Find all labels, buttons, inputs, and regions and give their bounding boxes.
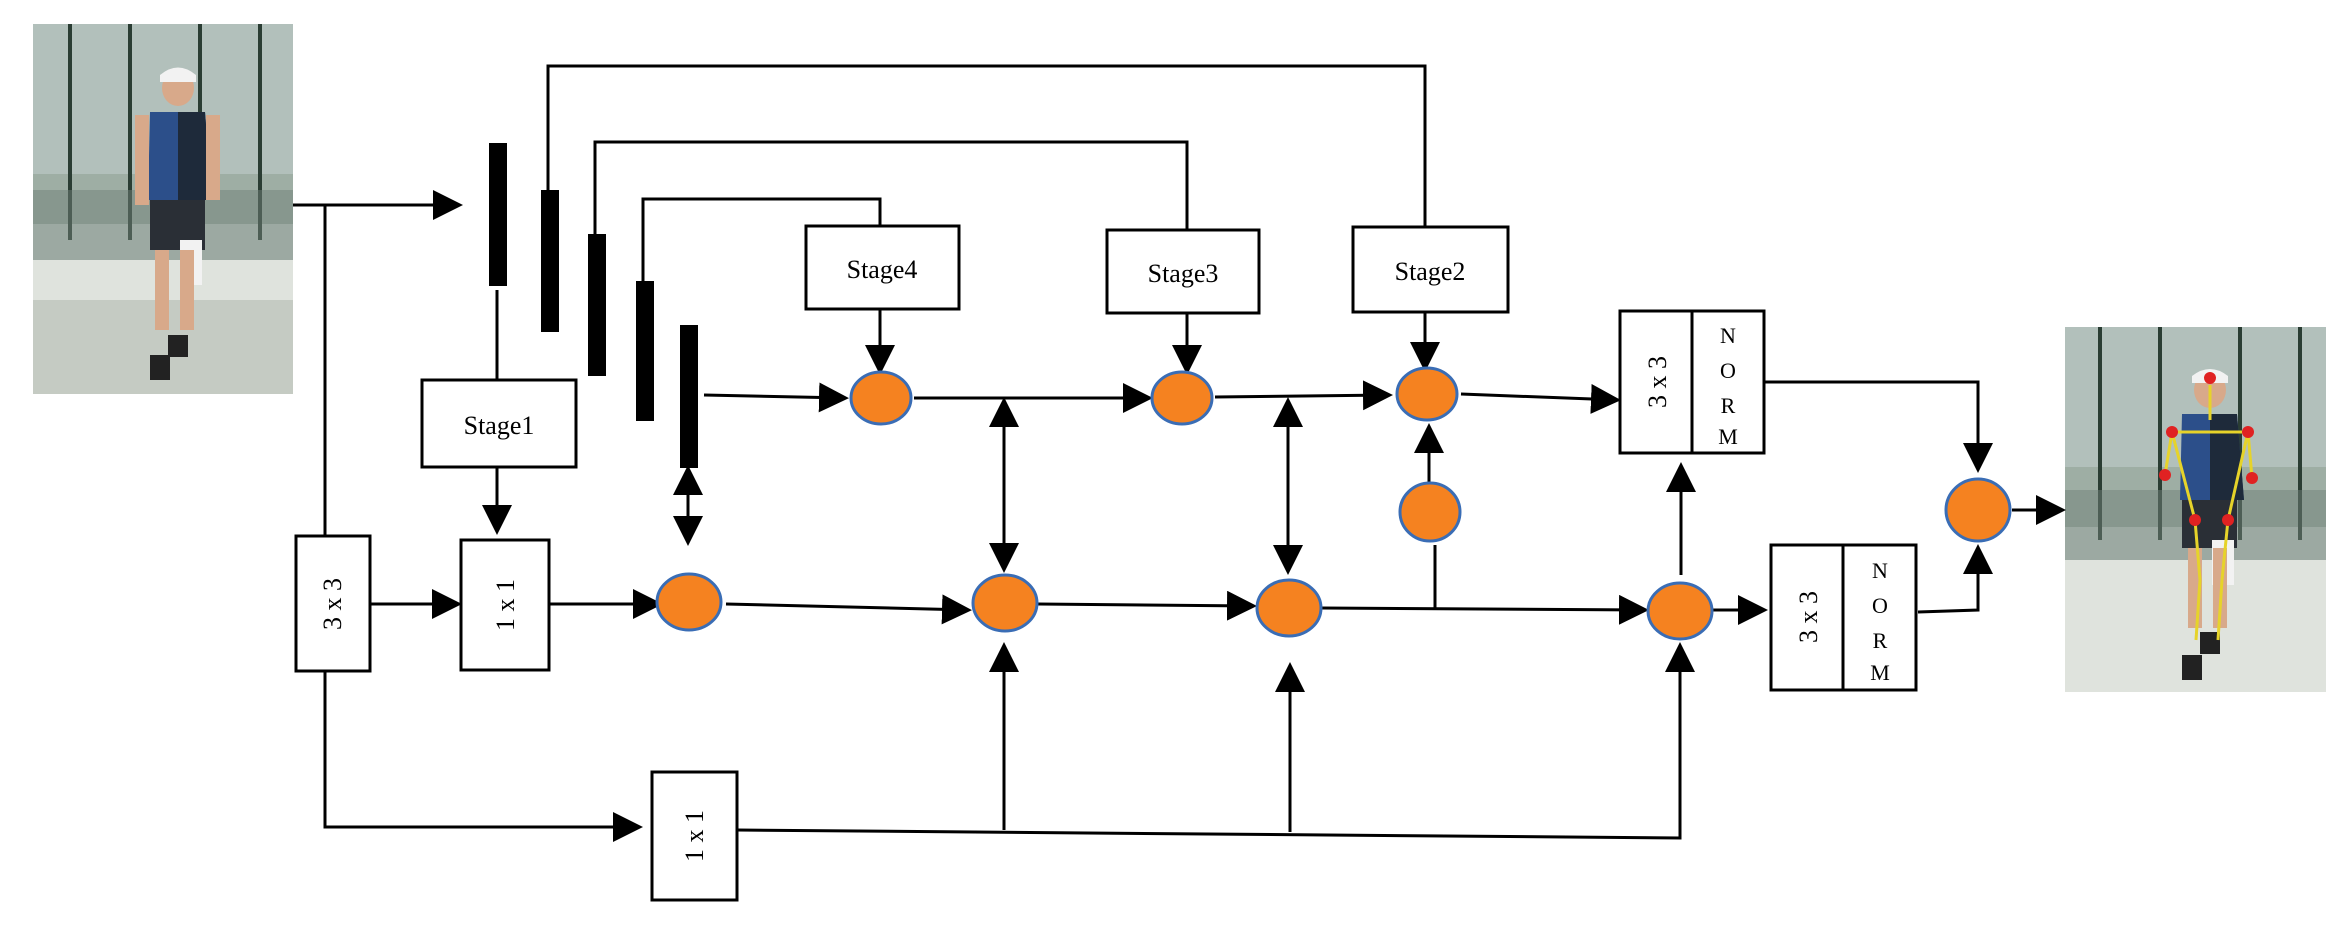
norm-top-conv-label: 3 x 3: [1643, 356, 1672, 408]
fusion-node: [1398, 481, 1462, 543]
stage3-label: Stage3: [1148, 259, 1219, 288]
fusion-node: [1646, 581, 1714, 641]
norm-top-letter: N: [1720, 323, 1736, 348]
stage3-box: Stage3: [1105, 228, 1261, 315]
fusion-node: [1150, 370, 1214, 426]
stage2-label: Stage2: [1395, 257, 1466, 286]
fusion-node: [849, 370, 913, 426]
norm-bottom-conv-label: 3 x 3: [1794, 591, 1823, 643]
stage4-label: Stage4: [847, 255, 918, 284]
stage4-box: Stage4: [804, 224, 961, 311]
fusion-node: [971, 573, 1039, 633]
norm-bottom-letter: N: [1872, 558, 1888, 583]
output-photo-with-pose: [2065, 327, 2326, 692]
norm-bottom-letter: M: [1870, 660, 1890, 685]
conv-1x1-bottom-box: 1 x 1: [650, 770, 739, 902]
norm-block-bottom: 3 x 3 N O R M: [1769, 543, 1918, 692]
feature-map-bars: [489, 143, 698, 468]
stage2-box: Stage2: [1351, 225, 1510, 314]
norm-top-letter: O: [1720, 358, 1736, 383]
conv-3x3-box: 3 x 3: [294, 534, 372, 673]
connection-wires: [293, 64, 2066, 842]
fusion-node: [1944, 477, 2012, 543]
norm-top-letter: M: [1718, 424, 1738, 449]
conv-1x1-bottom-label: 1 x 1: [680, 810, 709, 862]
stage1-box: Stage1: [420, 378, 578, 469]
input-photo: [33, 24, 293, 394]
norm-bottom-letter: R: [1873, 628, 1888, 653]
conv-3x3-label: 3 x 3: [318, 578, 347, 630]
fusion-node: [1395, 366, 1459, 422]
fusion-nodes: [655, 366, 2012, 641]
stage1-label: Stage1: [464, 411, 535, 440]
norm-bottom-letter: O: [1872, 593, 1888, 618]
conv-1x1-top-box: 1 x 1: [459, 538, 551, 672]
norm-block-top: 3 x 3 N O R M: [1618, 309, 1766, 455]
norm-top-letter: R: [1721, 393, 1736, 418]
fusion-node: [1255, 578, 1323, 638]
conv-1x1-top-label: 1 x 1: [491, 579, 520, 631]
fusion-node: [655, 572, 723, 632]
